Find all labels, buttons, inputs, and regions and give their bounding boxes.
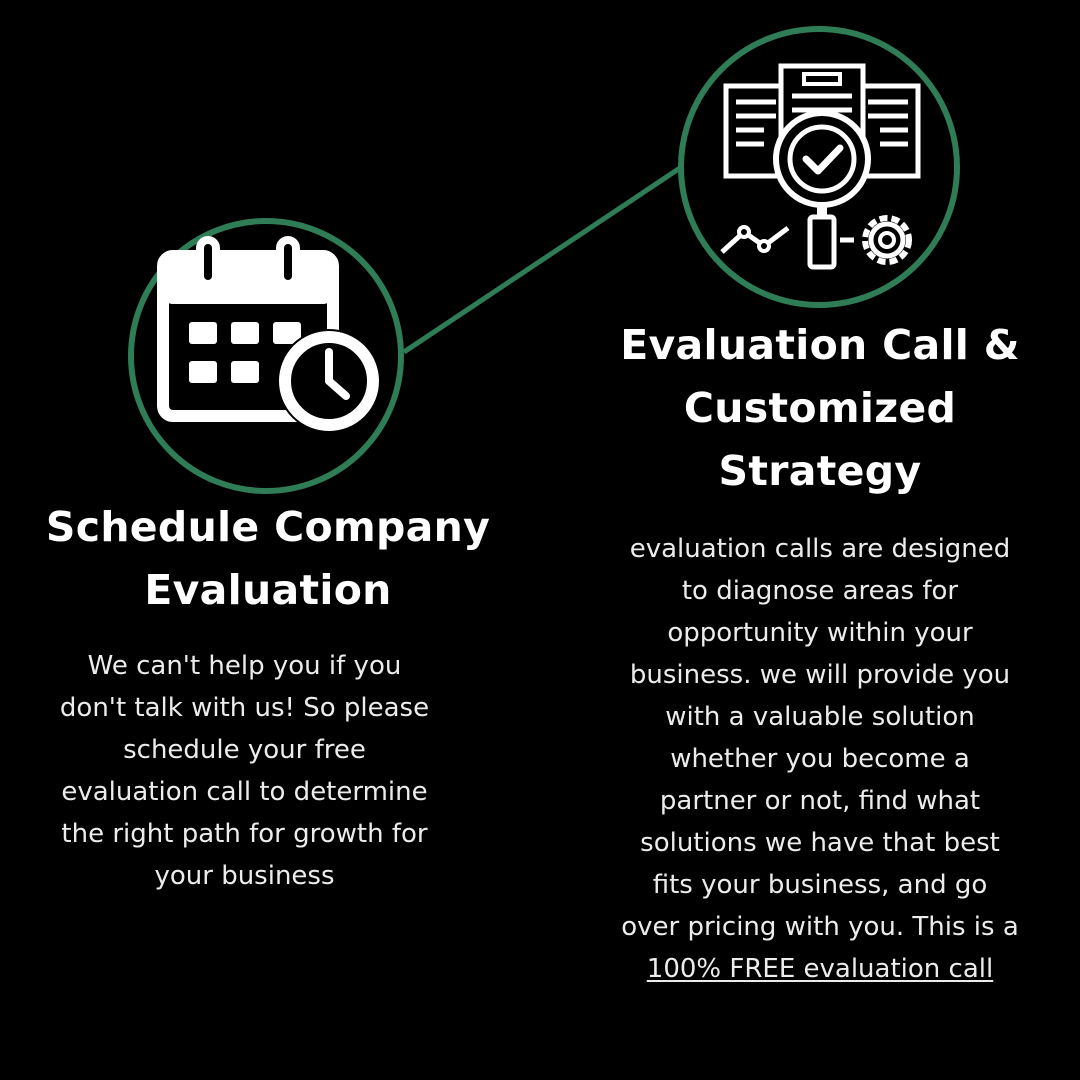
calendar-clock-icon xyxy=(157,236,381,433)
document-magnifier-check-icon xyxy=(720,63,921,270)
step-1-icon-circle xyxy=(128,218,404,494)
step-2-description: evaluation calls are designed to diagnos… xyxy=(620,528,1020,990)
step-2-description-text: evaluation calls are designed to diagnos… xyxy=(621,534,1019,942)
free-evaluation-link[interactable]: 100% FREE evaluation call xyxy=(646,954,994,984)
step-1-title: Schedule Company Evaluation xyxy=(45,503,491,614)
step-1-description: We can't help you if you don't talk with… xyxy=(59,651,430,891)
step-2-title: Evaluation Call & Customized Strategy xyxy=(620,321,1020,495)
step-2-icon-circle xyxy=(678,26,960,308)
